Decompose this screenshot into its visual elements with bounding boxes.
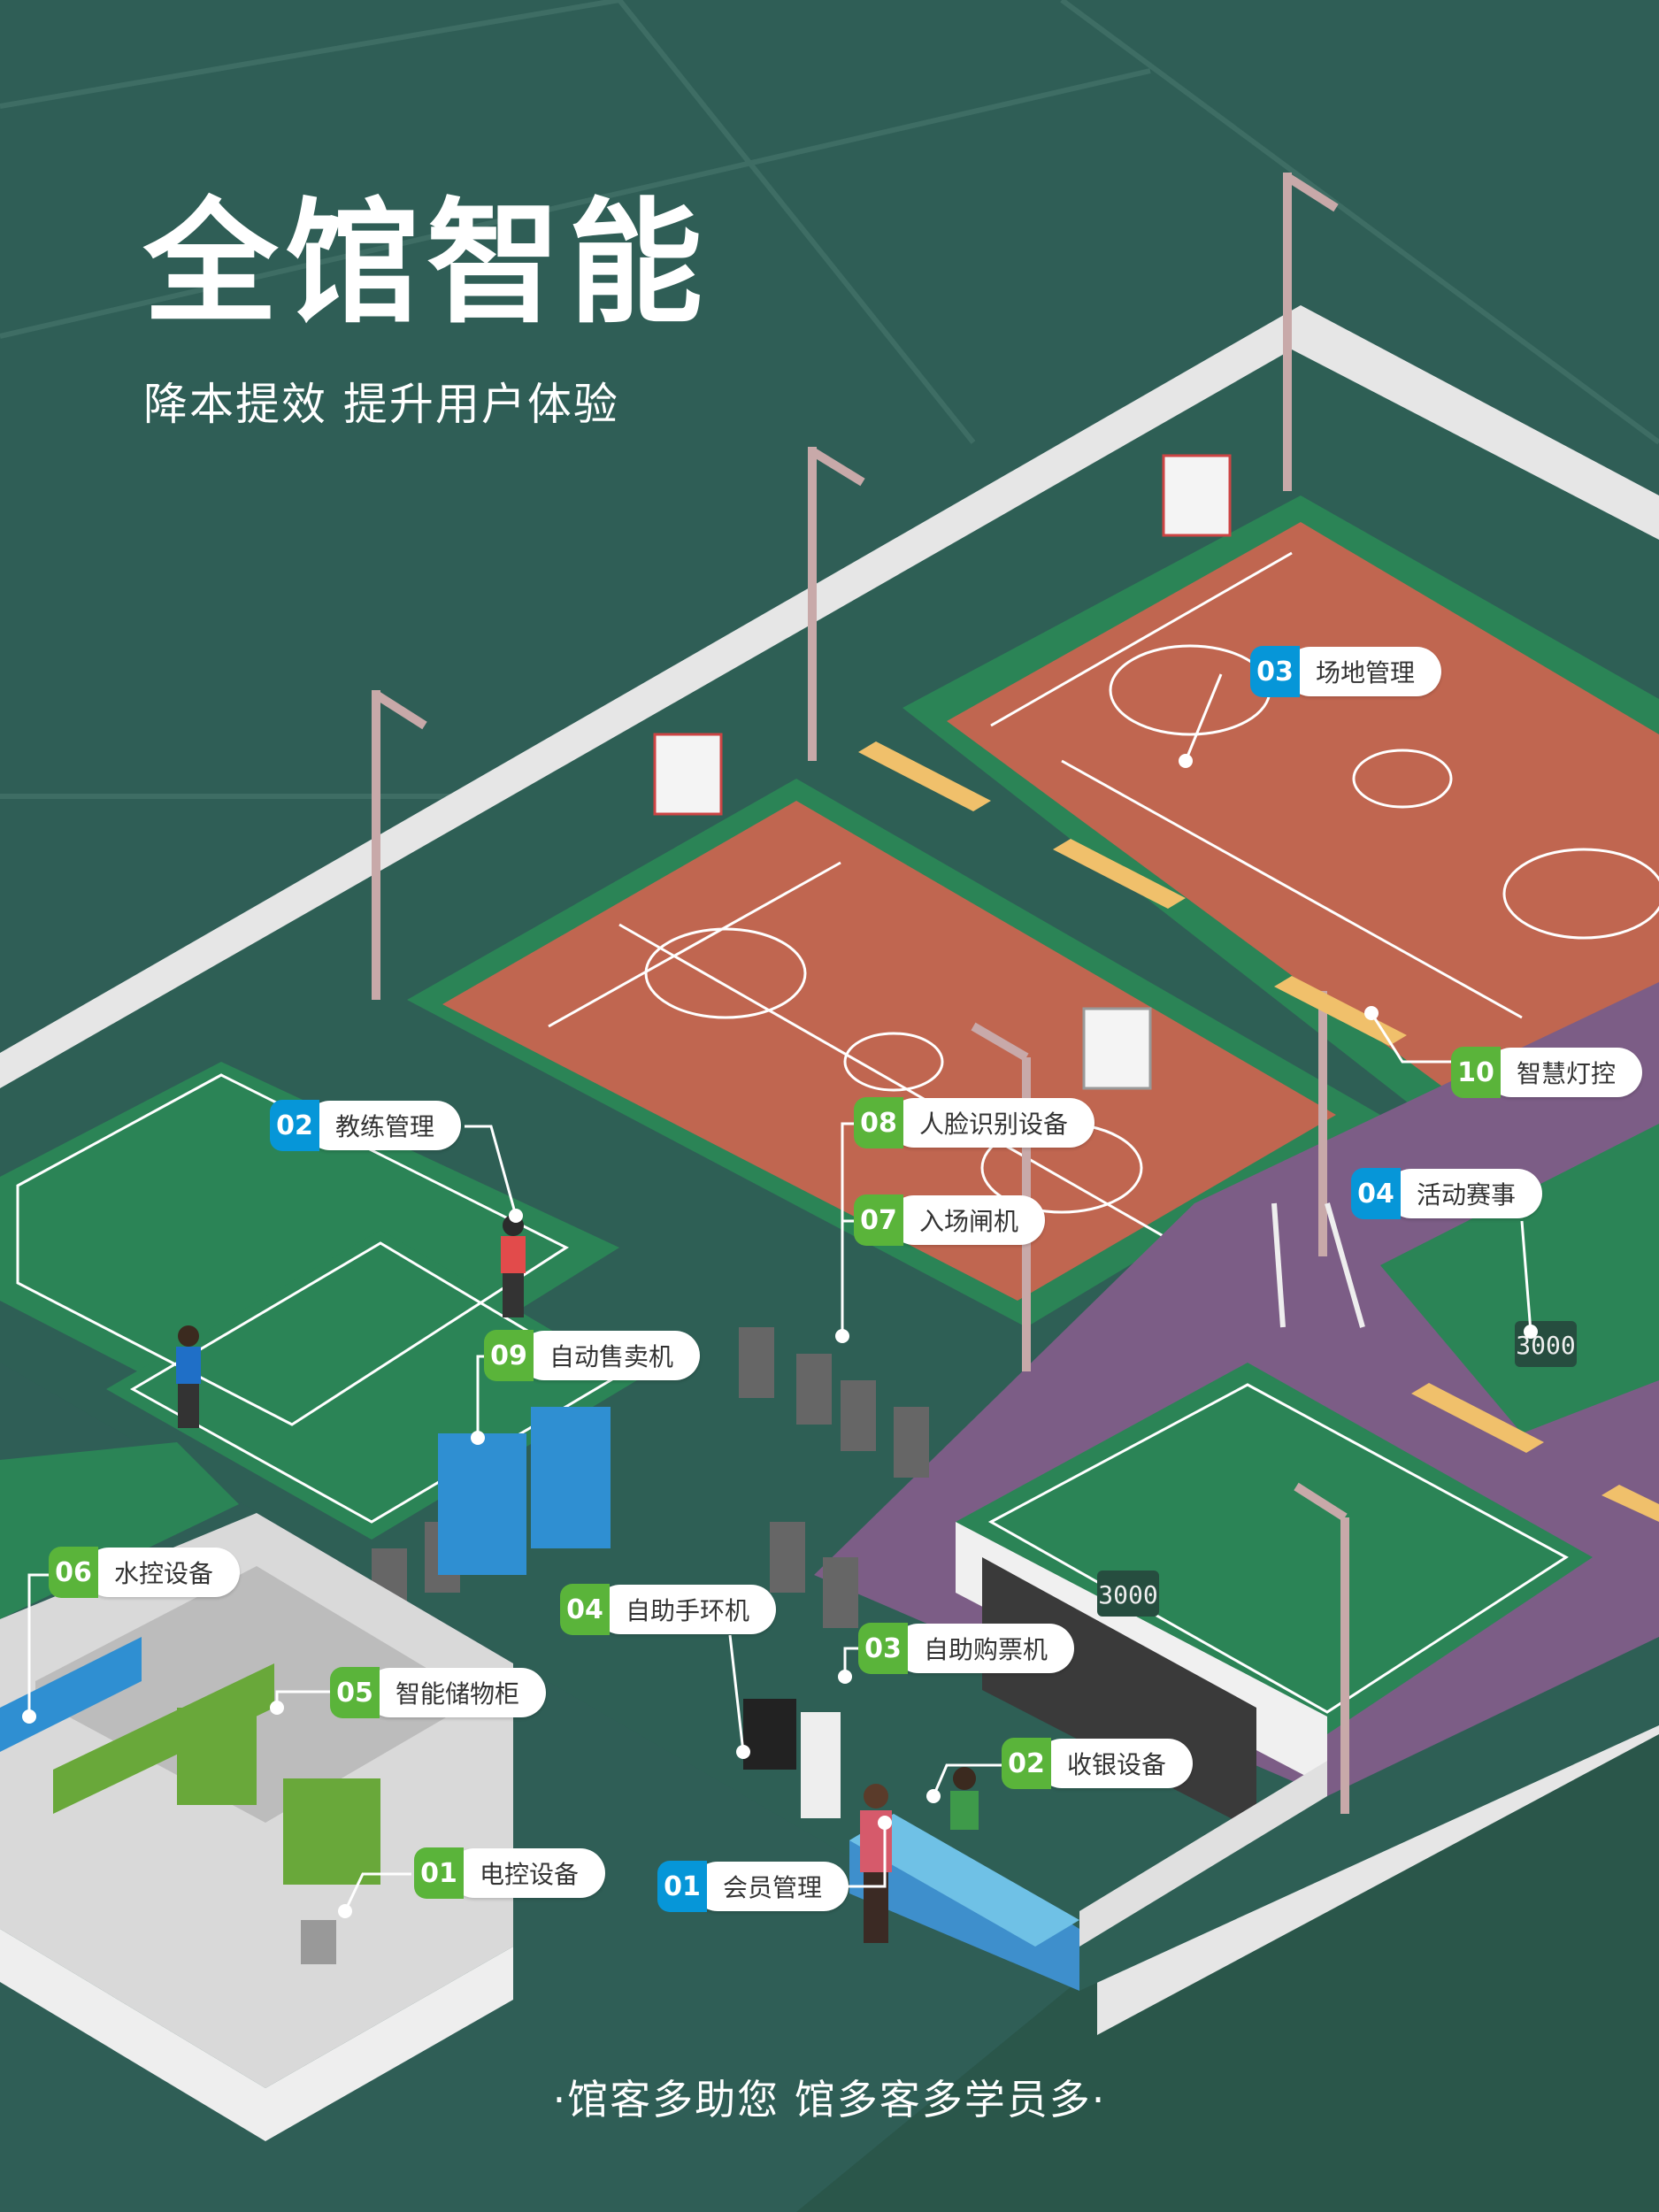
label-number: 02	[270, 1100, 319, 1151]
label-member-management[interactable]: 01 会员管理	[657, 1861, 849, 1912]
basketball-court-front	[442, 801, 1336, 1301]
label-text: 人脸识别设备	[889, 1098, 1095, 1148]
electric-box	[301, 1920, 336, 1964]
label-venue-management[interactable]: 03 场地管理	[1250, 646, 1442, 697]
label-text: 收银设备	[1037, 1739, 1194, 1788]
label-electric-control[interactable]: 01 电控设备	[414, 1847, 606, 1899]
anchor-dots	[22, 754, 1538, 1918]
label-number: 03	[1250, 646, 1300, 697]
label-number: 02	[1002, 1738, 1051, 1789]
label-cashier-equipment[interactable]: 02 收银设备	[1002, 1738, 1194, 1789]
basketball-hoops	[653, 454, 1232, 1090]
label-text: 教练管理	[305, 1101, 462, 1150]
label-smart-locker[interactable]: 05 智能储物柜	[330, 1667, 547, 1718]
basketball-court-back	[947, 522, 1659, 1106]
wristband-kiosk	[743, 1699, 796, 1770]
shop-wall-front	[1079, 1761, 1327, 1947]
lockers-2	[283, 1778, 380, 1885]
benches	[858, 741, 1659, 1522]
label-activity-events[interactable]: 04 活动赛事	[1351, 1168, 1543, 1219]
vending-machine-1	[438, 1433, 526, 1575]
label-text: 自助手环机	[595, 1585, 777, 1634]
shower-wall	[0, 1637, 142, 1752]
label-text: 智慧灯控	[1486, 1048, 1643, 1097]
scoreboard-shop: 3000	[1097, 1571, 1159, 1617]
label-wristband-kiosk[interactable]: 04 自助手环机	[560, 1584, 777, 1635]
label-entry-gate[interactable]: 07 入场闸机	[854, 1194, 1046, 1246]
label-text: 活动赛事	[1386, 1169, 1543, 1218]
label-vending-machine[interactable]: 09 自动售卖机	[484, 1330, 701, 1381]
page-subtitle: 降本提效 提升用户体验	[143, 379, 619, 430]
cashier-icon	[950, 1767, 979, 1830]
label-coach-management[interactable]: 02 教练管理	[270, 1100, 462, 1151]
label-text: 水控设备	[84, 1548, 241, 1597]
label-number: 01	[657, 1861, 707, 1912]
label-water-control[interactable]: 06 水控设备	[49, 1547, 241, 1598]
label-number: 09	[484, 1330, 534, 1381]
label-text: 自助购票机	[894, 1624, 1075, 1673]
label-text: 入场闸机	[889, 1195, 1046, 1245]
label-number: 10	[1451, 1047, 1501, 1098]
label-number: 08	[854, 1097, 903, 1148]
label-text: 场地管理	[1286, 647, 1442, 696]
label-number: 04	[560, 1584, 610, 1635]
label-ticket-kiosk[interactable]: 03 自助购票机	[858, 1623, 1075, 1674]
footer-slogan: ·馆客多助您 馆多客多学员多·	[552, 2076, 1107, 2124]
label-number: 03	[858, 1623, 908, 1674]
player-blue-icon	[176, 1325, 201, 1428]
label-text: 会员管理	[693, 1862, 849, 1911]
ticket-kiosk	[801, 1712, 841, 1818]
label-smart-lighting[interactable]: 10 智慧灯控	[1451, 1047, 1643, 1098]
svg-text:3000: 3000	[1098, 1580, 1157, 1609]
label-number: 07	[854, 1194, 903, 1246]
label-number: 04	[1351, 1168, 1401, 1219]
scoreboard-activity: 3000	[1515, 1321, 1577, 1367]
page-title: 全馆智能	[143, 185, 710, 342]
label-text: 智能储物柜	[365, 1668, 547, 1717]
player-red-icon	[501, 1215, 526, 1317]
leader-lines	[27, 673, 1532, 1912]
umpire-chair	[1271, 1202, 1365, 1328]
label-text: 电控设备	[449, 1848, 606, 1898]
label-number: 01	[414, 1847, 464, 1899]
locker-wall	[53, 1663, 274, 1814]
label-face-recognition[interactable]: 08 人脸识别设备	[854, 1097, 1095, 1148]
label-number: 05	[330, 1667, 380, 1718]
label-number: 06	[49, 1547, 98, 1598]
label-text: 自动售卖机	[519, 1331, 701, 1380]
lockers-1	[177, 1708, 257, 1805]
tennis-court-back	[1380, 1124, 1659, 1433]
vending-machine-2	[531, 1407, 611, 1548]
